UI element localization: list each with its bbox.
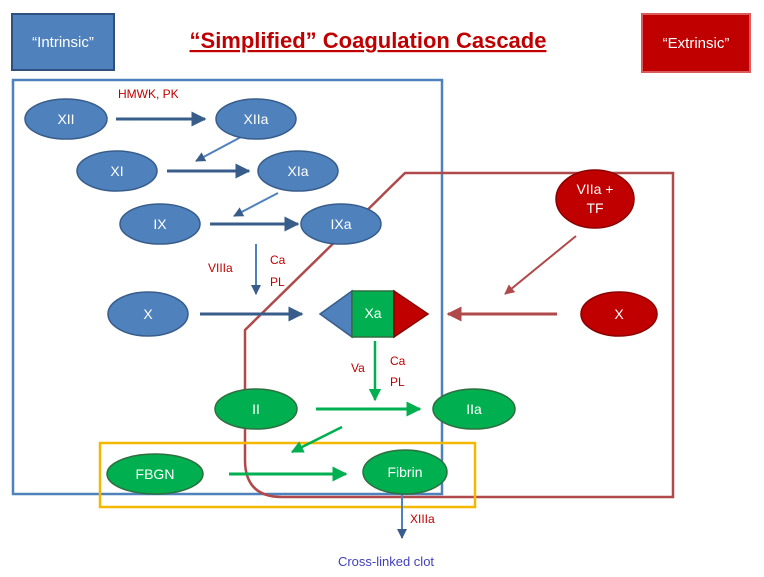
extrinsic-label-box xyxy=(641,13,751,73)
node-xi-label: XI xyxy=(110,163,123,179)
node-fbgn-label: FBGN xyxy=(136,466,175,482)
node-fbgn xyxy=(106,453,204,495)
diagram-title: “Simplified” Coagulation Cascade xyxy=(190,28,547,53)
xa-center-block xyxy=(351,290,395,338)
node-xii-label: XII xyxy=(57,111,74,127)
node-ix-label: IX xyxy=(153,216,167,232)
node-xi xyxy=(76,150,158,192)
xiiia-label: XIIIa xyxy=(410,512,435,526)
va-label: Va xyxy=(351,361,365,375)
node-xiia-label: XIIa xyxy=(244,111,269,127)
arrow-xiia-to-xi xyxy=(195,136,242,162)
hmwk-pk-label: HMWK, PK xyxy=(118,87,179,101)
node-ixa xyxy=(300,203,382,245)
node-xia xyxy=(257,150,339,192)
node-ii xyxy=(214,388,298,430)
node-iia xyxy=(432,388,516,430)
node-ix xyxy=(119,203,201,245)
node-xiia xyxy=(215,98,297,140)
xa-extrinsic-wedge xyxy=(393,289,430,339)
node-fibrin-label: Fibrin xyxy=(387,464,422,480)
node-xa-label: Xa xyxy=(364,305,381,321)
node-fibrin xyxy=(362,449,448,495)
common-pathway-outline xyxy=(98,441,477,509)
node-x-extrinsic xyxy=(580,291,658,337)
intrinsic-label-box xyxy=(11,13,115,71)
arrow-iia-to-fbgn xyxy=(290,425,343,454)
pl-label-2: PL xyxy=(390,375,405,389)
node-viia-tf-label-line2: TF xyxy=(586,200,603,216)
arrow-viia-tf-down xyxy=(504,235,577,295)
node-x-intrinsic xyxy=(107,291,189,337)
node-x-extrinsic-label: X xyxy=(614,306,624,322)
viiia-label: VIIIa xyxy=(208,261,233,275)
intrinsic-pathway-outline xyxy=(11,78,444,496)
ca-label-2: Ca xyxy=(390,354,406,368)
arrow-xia-to-ix xyxy=(233,192,279,217)
ca-label-1: Ca xyxy=(270,253,286,267)
intrinsic-label: “Intrinsic” xyxy=(32,34,94,51)
node-viia-tf xyxy=(555,169,635,229)
node-viia-tf-label-line1: VIIa + xyxy=(577,181,614,197)
node-xii xyxy=(24,98,108,140)
extrinsic-pathway-outline xyxy=(243,171,675,499)
node-x-intrinsic-label: X xyxy=(143,306,153,322)
node-xia-label: XIa xyxy=(287,163,308,179)
cross-linked-clot-label: Cross-linked clot xyxy=(338,554,434,569)
node-ii-label: II xyxy=(252,401,260,417)
pl-label-1: PL xyxy=(270,275,285,289)
node-ixa-label: IXa xyxy=(330,216,351,232)
extrinsic-label: “Extrinsic” xyxy=(663,35,730,52)
node-iia-label: IIa xyxy=(466,401,482,417)
xa-intrinsic-wedge xyxy=(318,289,353,339)
